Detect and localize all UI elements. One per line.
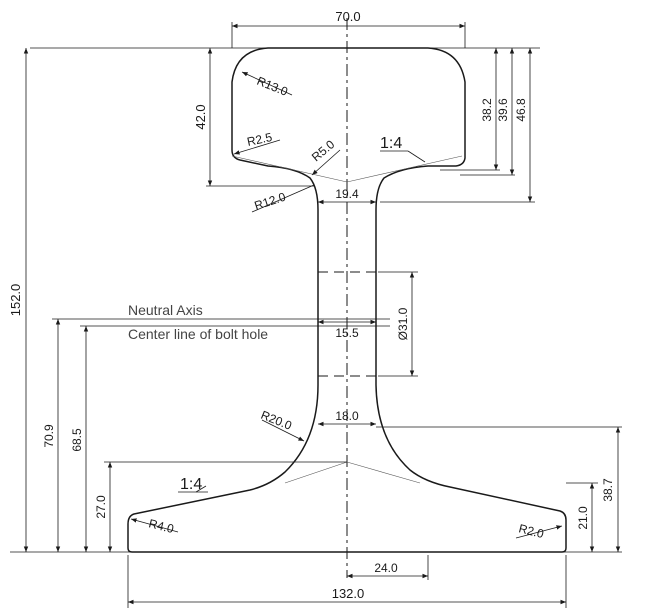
dim-head-width: 70.0 [335, 9, 360, 24]
dim-foot-side-height: 27.0 [94, 495, 108, 519]
slope-foot: 1:4 [180, 476, 202, 493]
dim-web-bottom: 18.0 [335, 409, 359, 423]
dim-foot-right-38-7: 38.7 [601, 478, 615, 502]
dim-bolt-hole: Ø31.0 [396, 307, 410, 340]
dim-web-mid: 15.5 [335, 326, 359, 340]
slope-labels: 1:4 1:4 [180, 135, 402, 493]
extension-lines [10, 22, 622, 608]
radius-r12: R12.0 [253, 190, 288, 213]
radius-r13: R13.0 [255, 74, 290, 99]
dim-total-height: 152.0 [8, 284, 23, 317]
head-slope-lines [231, 155, 463, 183]
radius-leaders [130, 71, 563, 539]
dimension-labels: 70.0 42.0 38.2 39.6 46.8 152.0 19.4 15.5… [8, 9, 615, 601]
dim-38-2: 38.2 [480, 98, 494, 122]
axis-labels: Neutral Axis Center line of bolt hole [128, 302, 268, 342]
radius-r5: R5.0 [309, 137, 338, 164]
radius-r4: R4.0 [147, 516, 175, 536]
dim-39-6: 39.6 [496, 98, 510, 122]
dim-46-8: 46.8 [514, 98, 528, 122]
slope-head: 1:4 [380, 135, 402, 152]
radius-labels: R13.0 R2.5 R5.0 R12.0 R20.0 R4.0 R2.0 [147, 74, 545, 541]
bolt-centerline-label: Center line of bolt hole [128, 326, 268, 342]
dim-head-height: 42.0 [193, 104, 208, 129]
radius-r2: R2.0 [517, 521, 545, 541]
dim-foot-right-21: 21.0 [576, 506, 590, 530]
bolt-hole-hidden-lines [318, 271, 376, 377]
dim-bolt-hole-height: 68.5 [70, 428, 84, 452]
radius-r2-5: R2.5 [246, 130, 274, 149]
dim-web-top: 19.4 [335, 187, 359, 201]
dim-half-foot-tip: 24.0 [374, 561, 398, 575]
foot-slope-lines [284, 461, 421, 484]
radius-r20: R20.0 [259, 408, 294, 433]
dimension-lines [23, 23, 621, 605]
neutral-axis-label: Neutral Axis [128, 302, 203, 318]
dim-foot-width: 132.0 [332, 586, 365, 601]
dim-neutral-axis-height: 70.9 [42, 424, 56, 448]
